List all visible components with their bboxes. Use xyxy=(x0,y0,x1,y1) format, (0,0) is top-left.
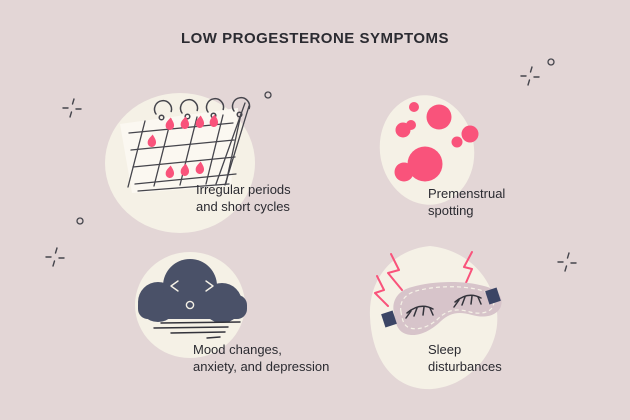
spiral-rings xyxy=(153,96,251,121)
page-title: LOW PROGESTERONE SYMPTOMS xyxy=(180,30,450,47)
lightning-bolts xyxy=(374,251,473,307)
dot-circle-icon xyxy=(76,58,555,225)
calendar-with-blood-drops-icon xyxy=(105,93,255,233)
symptom-label-sleep-disturbances: Sleep disturbances xyxy=(428,342,502,374)
spotting-blobs-icon xyxy=(379,95,479,205)
sparkle-icon xyxy=(45,66,577,272)
sleep-mask-icon xyxy=(369,246,502,390)
ground-lines xyxy=(153,321,241,339)
closed-eyes xyxy=(405,294,482,319)
symptom-label-irregular-periods: Irregular periods and short cycles xyxy=(196,182,291,214)
sad-cloud-icon xyxy=(135,252,247,358)
symptom-label-mood-changes: Mood changes, anxiety, and depression xyxy=(193,342,330,374)
cloud-face xyxy=(170,280,214,310)
symptom-label-premenstrual-spotting: Premenstrual spotting xyxy=(428,186,506,218)
mask-straps xyxy=(381,287,501,328)
